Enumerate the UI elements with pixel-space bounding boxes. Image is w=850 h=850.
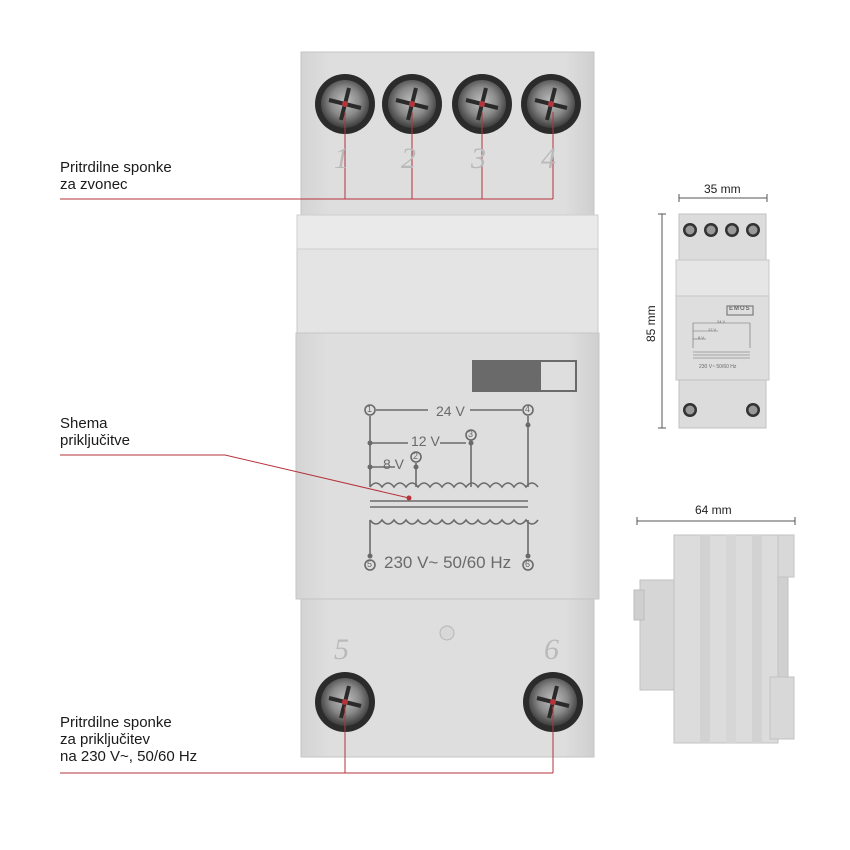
thumbnail-brand-logo: EMOS — [729, 306, 751, 312]
callout-mains-terminals-line-1: Pritrdilne sponke — [60, 714, 172, 731]
thumbnail-voltage-8: 8 V — [698, 335, 705, 340]
callout-wiring-diagram-line-1: Shema — [60, 415, 108, 432]
callout-bell-terminals-line-2: za zvonec — [60, 176, 128, 193]
schematic-pin-6: 6 — [525, 559, 531, 569]
schematic-voltage-12: 12 V — [411, 433, 440, 449]
dimension-width: 35 mm — [704, 182, 741, 196]
thumbnail-side-view — [633, 517, 796, 744]
callout-bell-terminals: Pritrdilne sponke za zvonec — [60, 159, 172, 193]
thumbnail-front-view — [658, 194, 770, 429]
terminal-number-4: 4 — [541, 142, 556, 175]
schematic-pin-1: 1 — [367, 404, 373, 414]
terminal-number-3: 3 — [471, 142, 486, 175]
thumbnail-mains-label: 230 V~ 50/60 Hz — [699, 364, 737, 370]
schematic-voltage-8: 8 V — [383, 456, 405, 472]
callout-mains-terminals: Pritrdilne sponke za priključitev na 230… — [60, 714, 197, 765]
schematic-pin-5: 5 — [367, 559, 373, 569]
terminal-number-1: 1 — [334, 142, 349, 175]
schematic-mains-label: 230 V~ 50/60 Hz — [384, 553, 512, 572]
terminal-number-6: 6 — [544, 633, 559, 666]
schematic-pin-2: 2 — [413, 451, 419, 461]
callout-bell-terminals-line-1: Pritrdilne sponke — [60, 159, 172, 176]
dimension-depth: 64 mm — [695, 503, 732, 517]
brand-logo: EMOS — [478, 364, 541, 386]
callout-wiring-diagram-line-2: priključitve — [60, 432, 131, 449]
dimension-height: 85 mm — [644, 305, 658, 342]
callout-lines — [60, 112, 554, 774]
terminal-number-5: 5 — [334, 633, 349, 666]
main-body — [295, 332, 600, 600]
terminal-number-2: 2 — [401, 142, 416, 175]
top-screws — [315, 74, 581, 134]
bottom-screws — [315, 672, 583, 732]
thumbnail-voltage-24: 24 V — [717, 319, 726, 324]
schematic-voltage-24: 24 V — [436, 403, 465, 419]
schematic-pin-3: 3 — [468, 429, 474, 439]
schematic-pin-4: 4 — [525, 404, 531, 414]
callout-wiring-diagram: Shema priključitve — [60, 415, 130, 449]
thumbnail-voltage-12: 12 V — [708, 327, 717, 332]
callout-mains-terminals-line-3: na 230 V~, 50/60 Hz — [60, 748, 198, 765]
callout-mains-terminals-line-2: za priključitev — [60, 731, 151, 748]
